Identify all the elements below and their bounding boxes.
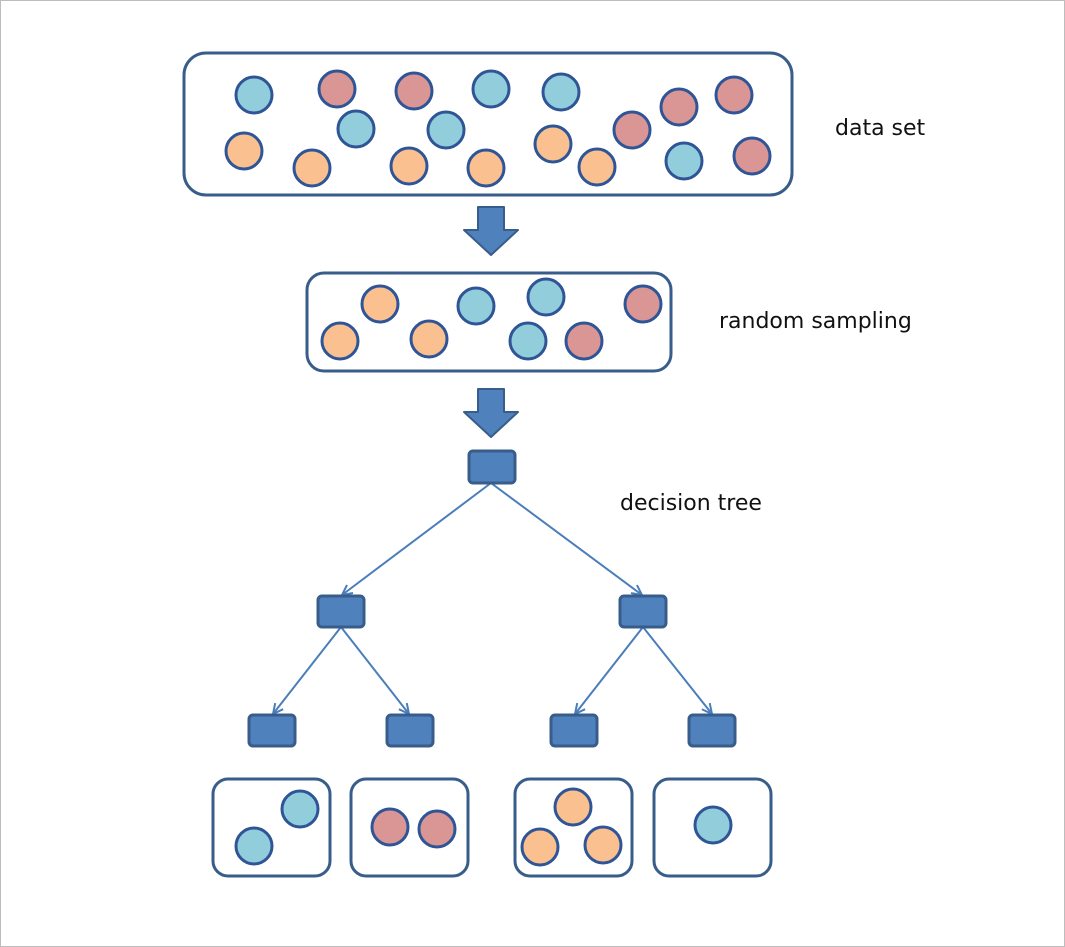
down-arrow-icon [463, 206, 519, 256]
data-point-red [564, 321, 604, 361]
data-point-orange [466, 148, 506, 188]
data-point-orange [553, 787, 593, 827]
decision-tree-label: decision tree [620, 491, 762, 516]
tree-leaf-node [687, 713, 737, 748]
data-point-orange [320, 321, 360, 361]
data-point-blue [471, 69, 511, 109]
data-point-red [714, 75, 754, 115]
data-point-orange [577, 147, 617, 187]
data-point-red [659, 87, 699, 127]
data-point-red [732, 136, 772, 176]
tree-edge [575, 626, 644, 714]
data-point-blue [541, 72, 581, 112]
data-point-red [394, 71, 434, 111]
data-point-orange [520, 827, 560, 867]
tree-edge [642, 626, 712, 714]
data-point-blue [508, 321, 548, 361]
data-point-red [370, 807, 410, 847]
tree-leaf-node [385, 713, 435, 748]
tree-edge [273, 626, 342, 714]
data-point-orange [409, 319, 449, 359]
tree-leaf-node [247, 713, 297, 748]
tree-edge [490, 482, 642, 595]
down-arrow-icon [463, 388, 519, 438]
tree-edges [273, 482, 712, 714]
data-point-orange [583, 825, 623, 865]
random-sampling-points [320, 277, 663, 361]
data-point-orange [224, 131, 264, 171]
data-point-blue [693, 805, 733, 845]
data-point-blue [456, 286, 496, 326]
tree-edge [340, 626, 409, 714]
leaf-points [234, 787, 733, 867]
data-point-blue [336, 109, 376, 149]
data-point-blue [234, 75, 274, 115]
data-point-orange [360, 284, 400, 324]
leaf-box [349, 777, 470, 878]
data-point-blue [664, 141, 704, 181]
data-point-orange [389, 146, 429, 186]
data-point-orange [533, 124, 573, 164]
data-point-red [317, 69, 357, 109]
data-point-blue [426, 110, 466, 150]
random-sampling-label: random sampling [719, 309, 912, 334]
data-set-label: data set [835, 116, 926, 141]
data-point-red [623, 284, 663, 324]
random-sampling-box [305, 271, 673, 373]
data-point-red [612, 110, 652, 150]
data-point-blue [234, 826, 274, 866]
data-set-points [224, 69, 772, 188]
tree-root-node [467, 449, 517, 485]
tree-leaf-node [549, 713, 599, 748]
tree-edge [342, 482, 492, 595]
tree-node [618, 594, 668, 629]
data-point-orange [292, 148, 332, 188]
data-point-blue [526, 277, 566, 317]
tree-nodes [247, 449, 737, 748]
data-point-red [417, 809, 457, 849]
tree-node [316, 594, 366, 629]
data-point-blue [280, 789, 320, 829]
leaf-box [211, 777, 332, 878]
